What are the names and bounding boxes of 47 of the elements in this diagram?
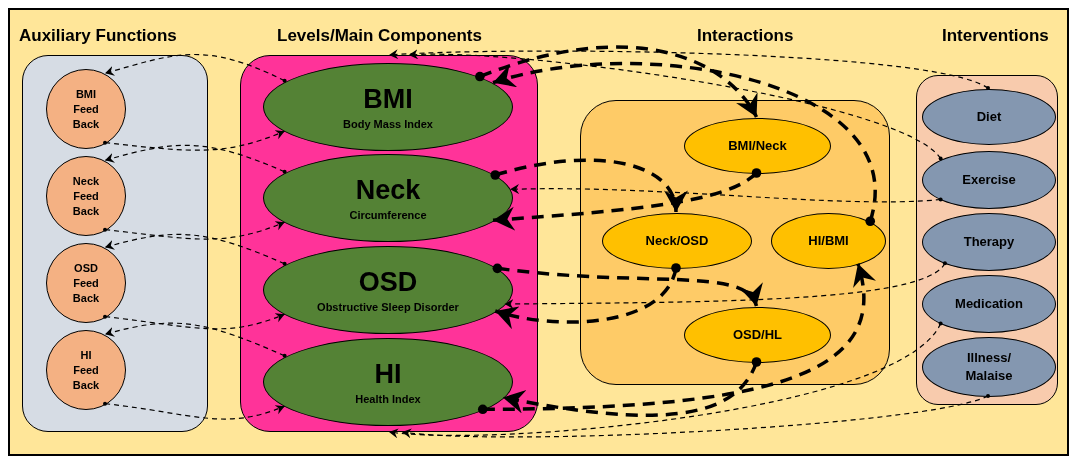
group-heading: Levels/Main Components (277, 25, 482, 47)
dashed-arrow (104, 53, 287, 83)
node-label: BMI Feed Back (71, 86, 101, 132)
dashed-arrow (104, 322, 287, 358)
dashed-arrow (103, 401, 286, 420)
level-title: BMI (363, 83, 413, 116)
dashed-arrow (401, 394, 990, 438)
level-title: Neck (355, 174, 421, 207)
node-label: HI Feed Back (71, 347, 101, 393)
dashed-arrow (492, 168, 762, 231)
dashed-arrow (103, 312, 286, 330)
node-label: OSD/HL (732, 326, 783, 345)
dashed-arrow (388, 321, 943, 438)
node-label: Diet (975, 108, 1003, 126)
level-subtitle: Circumference (349, 208, 427, 223)
level-subtitle: Body Mass Index (343, 117, 433, 132)
node-label: Illness/ Malaise (964, 349, 1014, 385)
dashed-arrow (103, 220, 286, 240)
level-subtitle: Health Index (355, 392, 421, 407)
level-title: OSD (358, 266, 418, 299)
dashed-arrow (475, 45, 758, 118)
dashed-arrow (502, 357, 762, 417)
dashed-arrow (388, 49, 990, 90)
dashed-arrow (104, 144, 287, 174)
dashed-arrow (492, 61, 877, 227)
node-label: Exercise (961, 171, 1017, 189)
level-subtitle: Obstructive Sleep Disorder (317, 300, 459, 315)
node-label: Medication (954, 295, 1024, 313)
level-title: HI (374, 358, 402, 391)
node-label: HI/BMI (808, 232, 849, 251)
node-label: Neck Feed Back (71, 173, 101, 219)
group-heading: Interactions (697, 25, 794, 47)
node-label: Neck/OSD (645, 232, 709, 251)
group-heading: Interventions (942, 25, 1049, 47)
intervention-ellipse (922, 275, 1056, 333)
dashed-arrow (104, 233, 287, 266)
node-label: Therapy (962, 233, 1016, 251)
dashed-arrow (509, 184, 943, 203)
interaction-ellipse (771, 213, 886, 269)
node-label: BMI/Neck (728, 137, 787, 156)
group-heading: Auxiliary Functions (19, 25, 177, 47)
dashed-arrow (408, 49, 943, 161)
intervention-ellipse (922, 337, 1056, 397)
node-label: OSD Feed Back (71, 260, 101, 306)
dashed-arrow (490, 158, 685, 213)
dashed-arrow (103, 129, 286, 151)
intervention-ellipse (922, 89, 1056, 145)
